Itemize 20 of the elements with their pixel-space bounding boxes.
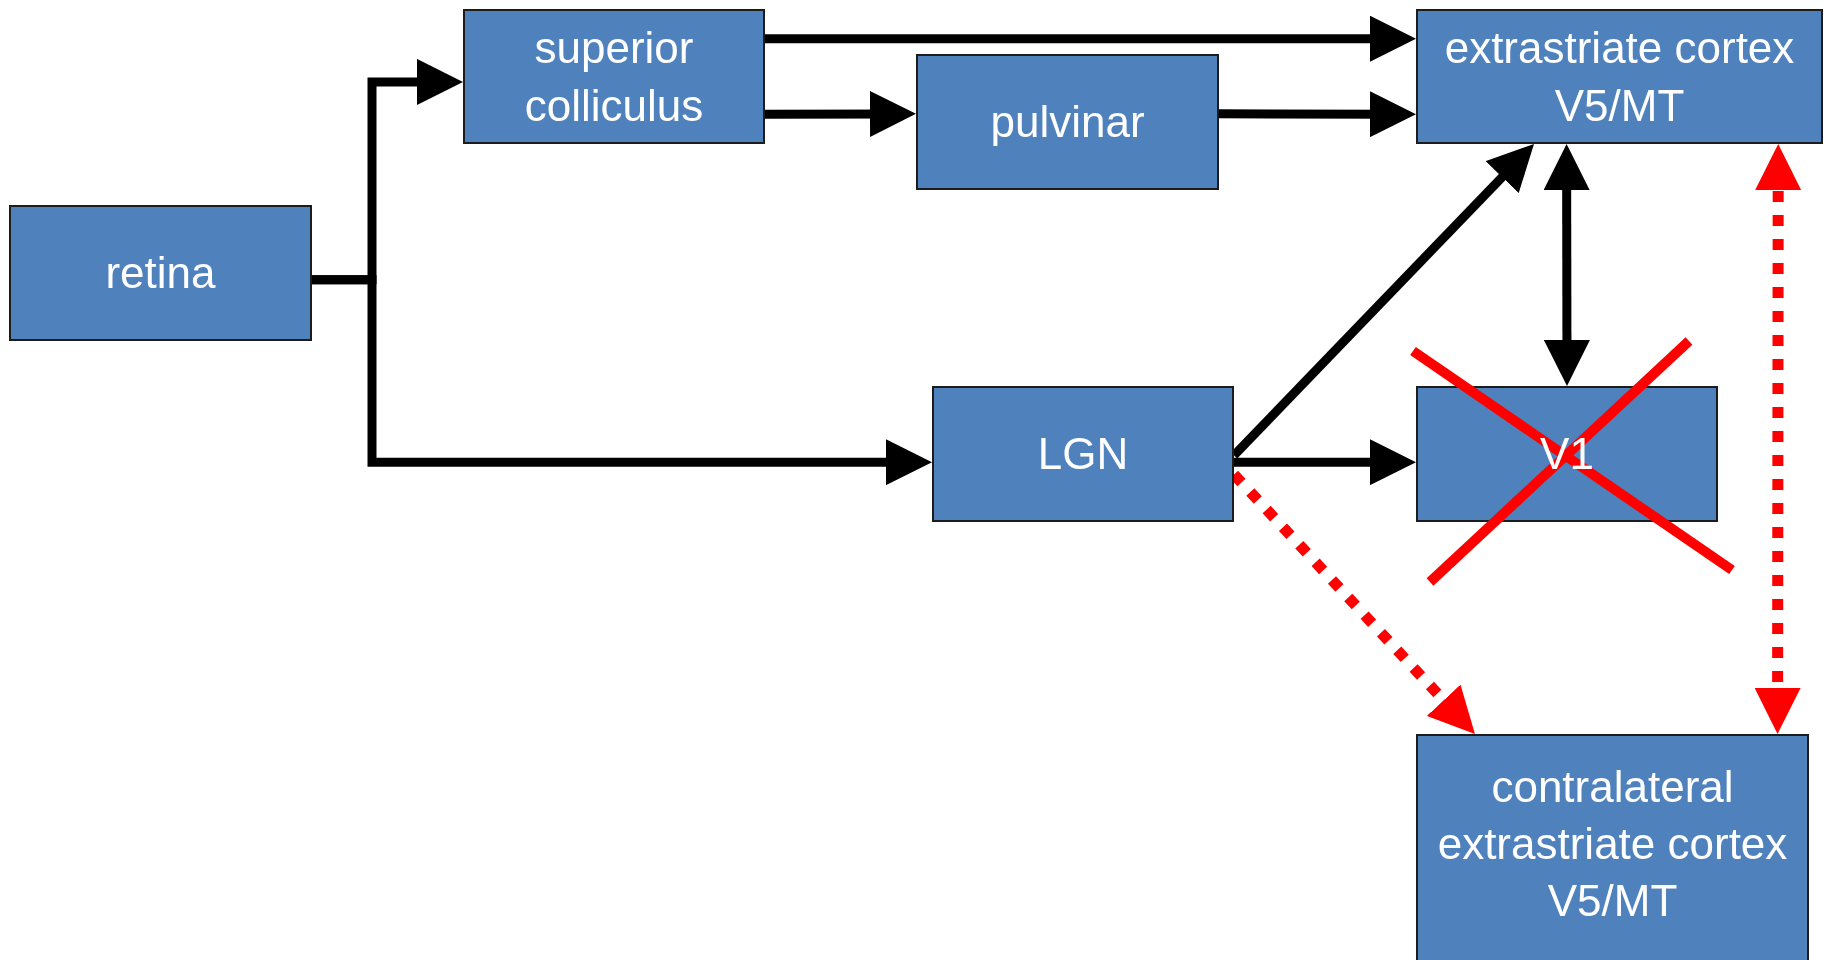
- process-box: [9, 205, 312, 341]
- box-label: extrastriate cortex V5/MT: [1443, 22, 1796, 132]
- dotted-arrow: [1754, 144, 1802, 734]
- process-box: [932, 386, 1234, 522]
- arrow: [1234, 439, 1416, 486]
- process-box: [916, 54, 1219, 190]
- process-box: [1416, 386, 1718, 522]
- arrow: [765, 15, 1416, 62]
- box-label: contralateral extrastriate cortex V5/MT: [1436, 761, 1789, 928]
- arrow: [1219, 91, 1416, 138]
- process-box: [1416, 734, 1809, 960]
- arrow: [312, 275, 932, 486]
- process-box: [1416, 9, 1823, 144]
- box-label: retina: [104, 247, 217, 300]
- box-label: LGN: [1036, 428, 1130, 481]
- process-box: [463, 9, 765, 144]
- arrow: [765, 91, 916, 137]
- arrow: [1543, 144, 1590, 386]
- box-label: superior colliculus: [523, 22, 705, 132]
- box-label: pulvinar: [989, 96, 1146, 149]
